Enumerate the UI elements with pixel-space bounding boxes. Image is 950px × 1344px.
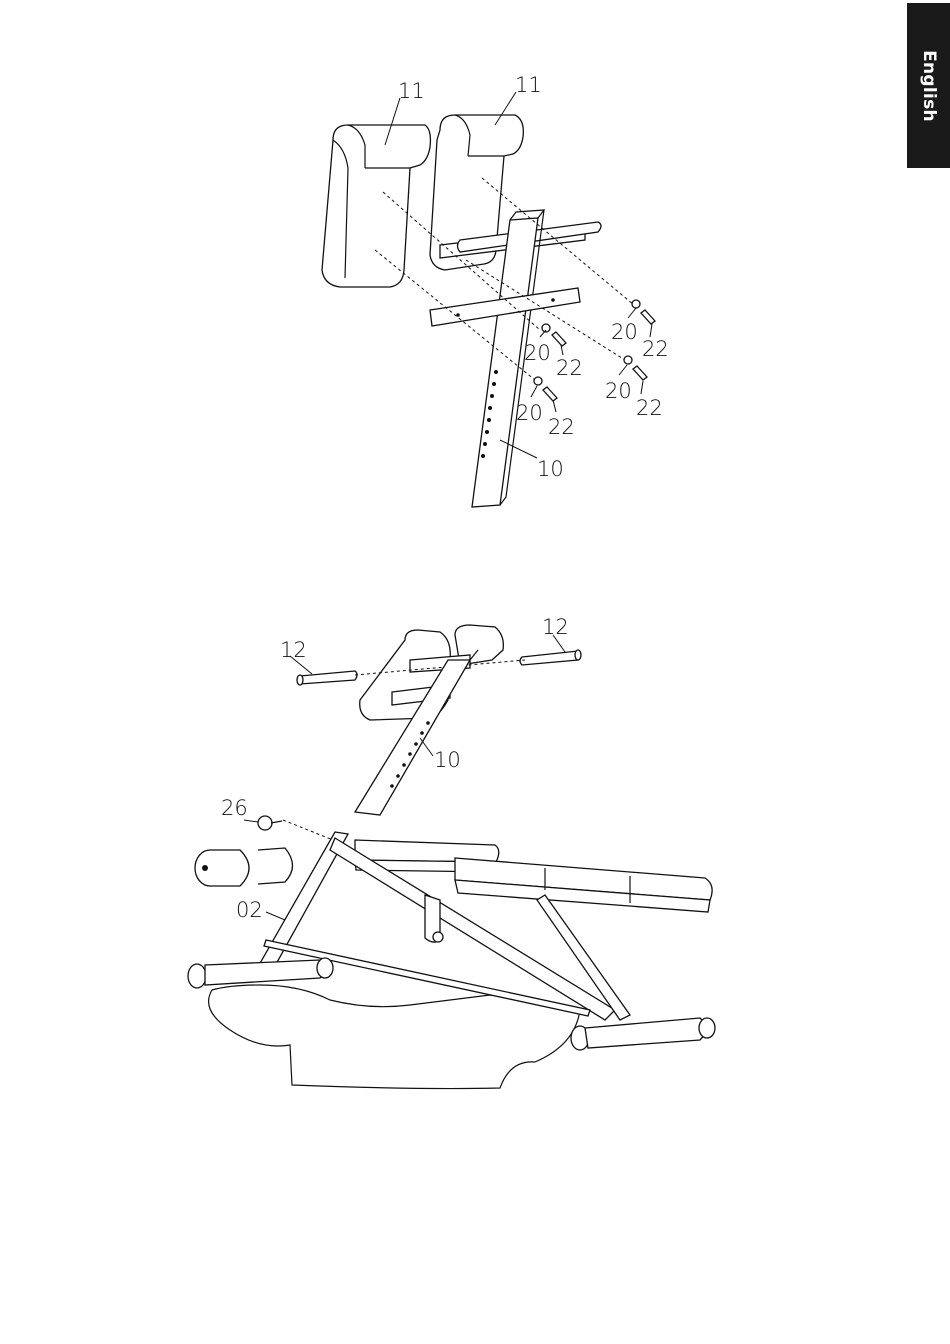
- label-pad-left: 11: [398, 79, 425, 103]
- label-tube-bottom: 10: [434, 748, 461, 772]
- bottom-assembly-figure: 12 12 10 26 02: [188, 615, 715, 1089]
- label-tube: 10: [537, 457, 564, 481]
- front-foot: [188, 958, 333, 988]
- label-bolt-a: 22: [556, 356, 583, 380]
- label-bolt-b: 22: [548, 415, 575, 439]
- front-roller-set: [195, 848, 293, 886]
- bench-seat: [355, 840, 712, 912]
- label-bolt-d: 22: [636, 396, 663, 420]
- label-washer-b: 20: [516, 401, 543, 425]
- pad-left-part: [322, 125, 430, 287]
- knob-part: [258, 816, 282, 830]
- rear-foot: [571, 1018, 715, 1050]
- label-washer-d: 20: [605, 379, 632, 403]
- label-washer-c: 20: [611, 320, 638, 344]
- label-washer-a: 20: [524, 341, 551, 365]
- label-pin-right: 12: [542, 615, 569, 639]
- label-pin-left: 12: [280, 638, 307, 662]
- hardware-set-2: [534, 377, 557, 401]
- label-frame: 02: [236, 898, 263, 922]
- label-bolt-c: 22: [642, 337, 669, 361]
- top-assembly-figure: 11 11 10 20 22 20 22 20 22 20 22: [322, 73, 669, 507]
- pin-left-part: [297, 671, 357, 685]
- label-knob: 26: [221, 796, 248, 820]
- label-pad-right: 11: [515, 73, 542, 97]
- pin-right-part: [520, 650, 581, 665]
